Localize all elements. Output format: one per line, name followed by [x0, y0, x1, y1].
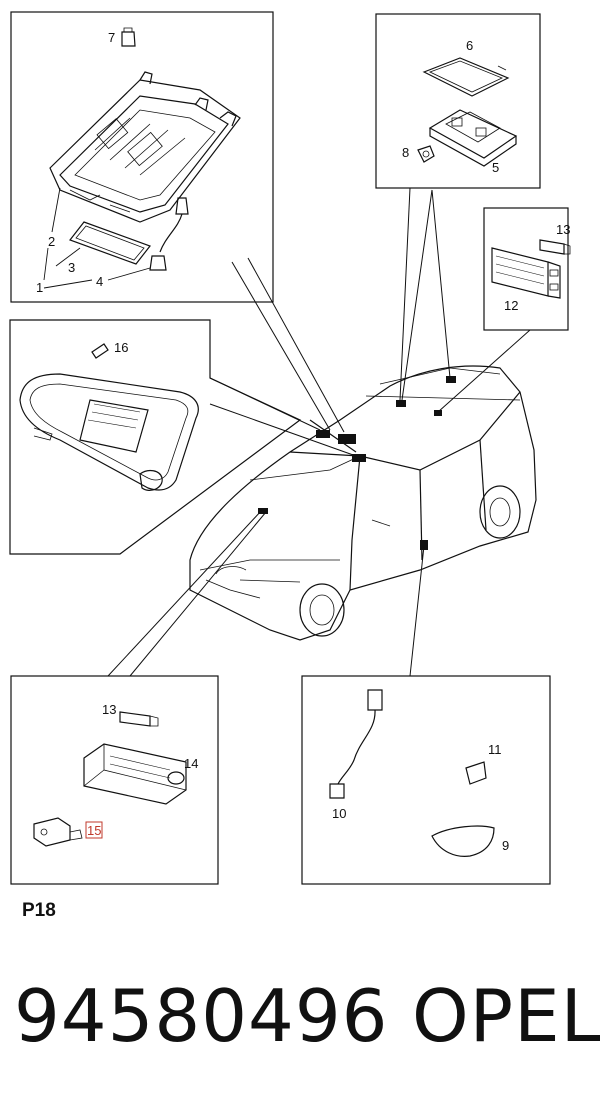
panel-leader-lines [107, 187, 531, 677]
overhead-console-drawing [49, 71, 241, 223]
bulb-part-8 [417, 145, 435, 163]
callout-14: 14 [184, 756, 198, 771]
part-number: 94580496 [14, 974, 389, 1058]
diagram-code: P18 [22, 900, 56, 921]
brand-name: OPEL [412, 974, 600, 1058]
panel-glove-box-lamp [10, 675, 219, 885]
bulb-part-16 [91, 343, 109, 359]
cargo-lamp-part-12 [491, 247, 561, 299]
lens-part-9 [431, 825, 495, 857]
vehicle-drawing [189, 365, 537, 641]
dome-lens-part-6 [422, 57, 510, 97]
glove-box-lamp-part-14 [83, 743, 187, 805]
callout-9: 9 [502, 838, 509, 853]
bulb-part-7 [121, 27, 136, 47]
callout-15: 15 [87, 823, 101, 838]
panel-door-lamp [301, 675, 551, 885]
callout-5: 5 [492, 160, 499, 175]
callout-11: 11 [488, 742, 502, 757]
wiring-harness-part-4 [149, 197, 189, 271]
callout-7: 7 [108, 30, 115, 45]
callout-10: 10 [332, 806, 346, 821]
callout-3: 3 [68, 260, 75, 275]
callout-2: 2 [48, 234, 55, 249]
callout-15-highlight [85, 821, 103, 839]
panel-cargo-light [483, 207, 569, 331]
bulb-part-11 [465, 761, 487, 785]
bulb-part-13-glovebox [119, 711, 159, 727]
lens-part-3 [69, 221, 151, 265]
leader-lines-overhead [43, 187, 151, 289]
callout-16: 16 [114, 340, 128, 355]
panel-overhead-console [10, 11, 274, 303]
callout-13-glovebox: 13 [102, 702, 116, 717]
callout-8: 8 [402, 145, 409, 160]
dome-housing-part-5 [428, 109, 518, 167]
callout-13-cargo: 13 [556, 222, 570, 237]
bulb-part-13-cargo [539, 239, 571, 255]
panel-dome-light [375, 13, 541, 189]
callout-6: 6 [466, 38, 473, 53]
sun-visor-drawing [19, 373, 199, 491]
callout-12: 12 [504, 298, 518, 313]
switch-part-15 [33, 817, 83, 847]
callout-labels: 7 2 3 1 4 6 8 5 13 12 16 13 14 15 11 10 … [36, 30, 570, 853]
wiring-harness-part-10 [329, 689, 383, 799]
location-markers [258, 376, 456, 550]
callout-1: 1 [36, 280, 43, 295]
callout-4: 4 [96, 274, 103, 289]
